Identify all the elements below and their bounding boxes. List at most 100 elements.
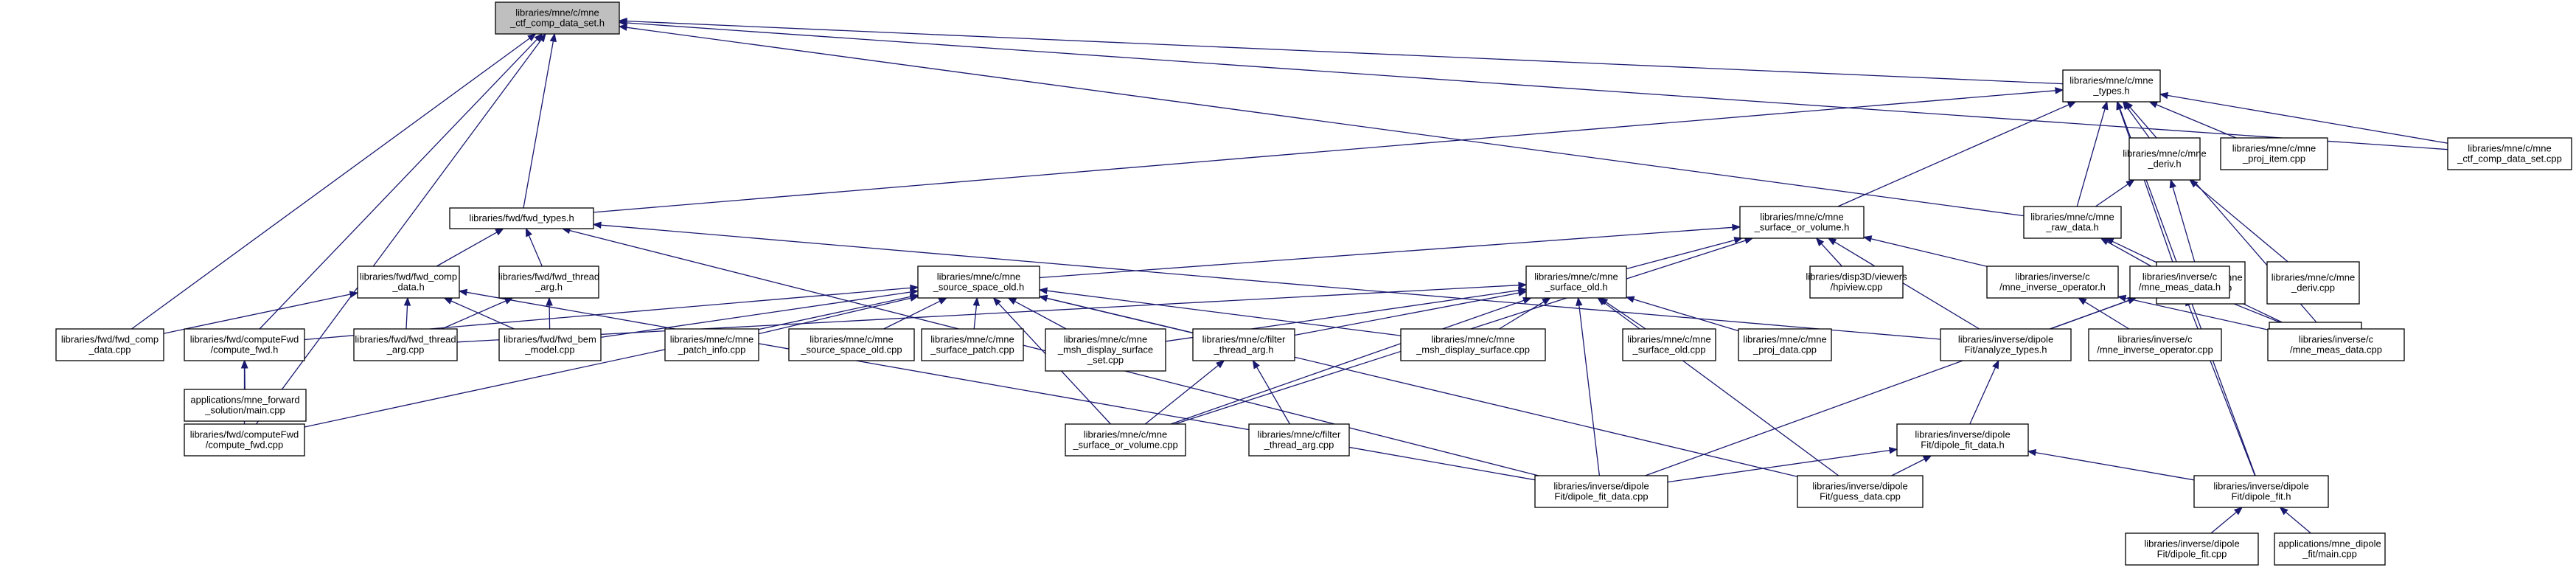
file-node[interactable]: libraries/mne/c/mne_ctf_comp_data_set.cp… (2447, 137, 2572, 170)
include-edge-line (626, 27, 2025, 217)
file-node[interactable]: libraries/fwd/fwd_types.h (449, 207, 594, 229)
file-node[interactable]: libraries/fwd/fwd_comp_data.h (357, 266, 460, 299)
file-node[interactable]: libraries/inverse/c/mne_inverse_operator… (2088, 328, 2222, 361)
file-node[interactable]: libraries/mne/c/filter_thread_arg.h (1192, 328, 1295, 361)
file-node[interactable]: libraries/mne/c/mne_source_space_old.cpp (788, 328, 915, 361)
arrowhead-icon (2126, 179, 2135, 187)
file-node[interactable]: libraries/mne/c/mne_msh_display_surface_… (1045, 328, 1166, 372)
arrowhead-icon (538, 32, 546, 43)
include-edge (618, 17, 2064, 85)
file-node-label: /mne_inverse_operator.h (1999, 282, 2106, 293)
file-node-box (2088, 328, 2222, 361)
file-node[interactable]: libraries/inverse/c/mne_inverse_operator… (1986, 266, 2119, 299)
include-edge-line (1633, 299, 1739, 332)
file-node-box (498, 266, 599, 299)
file-node[interactable]: libraries/mne/c/filter_thread_arg.cpp (1248, 423, 1350, 457)
include-edge-line (1834, 241, 1980, 330)
file-node-box (2193, 475, 2329, 508)
file-node[interactable]: libraries/mne/c/mne_surface_patch.cpp (921, 328, 1024, 361)
arrowhead-icon (1576, 296, 1583, 306)
file-node-box (2220, 137, 2328, 170)
file-node-label: libraries/mne/c/mne (2123, 148, 2206, 159)
file-node[interactable]: libraries/inverse/dipoleFit/dipole_fit_d… (1896, 423, 2029, 457)
file-node[interactable]: libraries/fwd/computeFwd/compute_fwd.h (184, 328, 305, 361)
include-edge (2189, 179, 2288, 263)
include-edge-line (593, 90, 2056, 213)
file-node[interactable]: libraries/inverse/dipoleFit/dipole_fit_d… (1534, 475, 1668, 508)
arrowhead-icon (1597, 297, 1606, 306)
file-node[interactable]: libraries/mne/c/mne_proj_data.cpp (1738, 328, 1832, 361)
file-node-label: _thread_arg.h (1214, 344, 1274, 355)
file-node[interactable]: libraries/fwd/fwd_thread_arg.cpp (353, 328, 458, 361)
arrowhead-icon (2078, 297, 2087, 305)
file-node[interactable]: libraries/mne/c/mne_ctf_comp_data_set.h (495, 1, 620, 35)
arrowhead-icon (2055, 87, 2064, 94)
include-edge-line (405, 305, 408, 330)
file-node[interactable]: libraries/mne/c/mne_surface_old.cpp (1622, 328, 1716, 361)
file-node[interactable]: libraries/disp3D/viewers/hpiview.cpp (1806, 266, 1907, 299)
include-edge-line (131, 38, 530, 330)
file-node[interactable]: applications/mne_dipole_fit/main.cpp (2274, 532, 2386, 566)
include-edge-line (2107, 241, 2152, 267)
file-node-label: Fit/analyze_types.h (1964, 344, 2047, 355)
file-node[interactable]: libraries/fwd/computeFwd/compute_fwd.cpp (184, 423, 305, 457)
include-edge (456, 281, 1528, 343)
arrowhead-icon (2117, 100, 2124, 111)
file-node[interactable]: libraries/mne/c/mne_deriv.h (2123, 137, 2207, 181)
file-node-label: libraries/fwd/fwd_comp (61, 334, 159, 345)
arrowhead-icon (1815, 237, 1825, 246)
file-node-box (1248, 423, 1350, 457)
include-edge-line (1645, 299, 2129, 476)
include-edge (1837, 101, 2077, 207)
file-node[interactable]: libraries/fwd/fwd_comp_data.cpp (55, 328, 164, 361)
file-node[interactable]: libraries/mne/c/mne_surface_old.h (1525, 266, 1627, 299)
file-node[interactable]: libraries/inverse/dipoleFit/guess_data.c… (1797, 475, 1924, 508)
include-edge (1862, 235, 1988, 267)
file-node[interactable]: libraries/inverse/dipoleFit/analyze_type… (1940, 328, 2072, 361)
file-node-label: _proj_data.cpp (1752, 344, 1817, 355)
file-node-box (1622, 328, 1716, 361)
arrowhead-icon (1862, 235, 1873, 243)
file-node-label: libraries/mne/c/mne (515, 7, 599, 18)
file-node-label: _source_space_old.h (933, 282, 1025, 293)
file-node[interactable]: libraries/inverse/c/mne_meas_data.h (2129, 266, 2230, 299)
file-node[interactable]: libraries/inverse/dipoleFit/dipole_fit.c… (2125, 532, 2259, 566)
file-node-label: _arg.h (535, 282, 563, 293)
file-node-label: Fit/guess_data.cpp (1820, 491, 1901, 502)
file-node-label: libraries/mne/c/mne (2272, 272, 2355, 283)
file-node[interactable]: libraries/fwd/fwd_bem_model.cpp (498, 328, 602, 361)
file-node-box (1986, 266, 2119, 299)
file-node[interactable]: libraries/fwd/fwd_thread_arg.h (498, 266, 599, 299)
include-edge-line (1170, 299, 1525, 425)
include-edge-line (1578, 305, 1601, 476)
file-node[interactable]: libraries/mne/c/mne_proj_item.cpp (2220, 137, 2328, 170)
arrowhead-icon (458, 288, 468, 296)
include-edge (2210, 507, 2243, 534)
file-node-label: libraries/mne/c/mne (1627, 334, 1710, 345)
file-node[interactable]: libraries/mne/c/mne_types.h (2062, 69, 2161, 103)
file-node[interactable]: applications/mne_forward_solution/main.c… (184, 389, 307, 422)
file-node-label: _surface_old.h (1544, 282, 1607, 293)
file-node[interactable]: libraries/mne/c/mne_msh_display_surface.… (1400, 328, 1546, 361)
file-node[interactable]: libraries/mne/c/mne_deriv.cpp (2266, 261, 2360, 305)
file-node-box (184, 328, 305, 361)
include-edge (1499, 297, 1551, 330)
include-edge-line (758, 297, 911, 335)
file-node[interactable]: libraries/mne/c/mne_patch_info.cpp (664, 328, 759, 361)
file-node-label: _surface_patch.cpp (930, 344, 1014, 355)
file-node[interactable]: libraries/mne/c/mne_surface_or_volume.h (1739, 206, 1865, 239)
arrowhead-icon (495, 228, 504, 236)
file-node-label: _solution/main.cpp (204, 405, 285, 416)
file-node[interactable]: libraries/mne/c/mne_raw_data.h (2023, 206, 2122, 239)
include-edge (1891, 455, 1932, 476)
include-edge (1038, 294, 1798, 477)
file-node[interactable]: libraries/mne/c/mne_surface_or_volume.cp… (1065, 423, 1186, 457)
file-node[interactable]: libraries/inverse/c/mne_meas_data.cpp (2267, 328, 2405, 361)
file-node-label: libraries/mne/c/mne (2468, 143, 2551, 154)
file-node-label: /hpiview.cpp (1831, 282, 1883, 293)
file-node[interactable]: libraries/mne/c/mne_source_space_old.h (917, 266, 1040, 299)
file-node-label: libraries/fwd/fwd_thread (355, 334, 456, 345)
file-node-label: /mne_meas_data.h (2139, 282, 2221, 293)
include-edge-line (2095, 184, 2128, 207)
